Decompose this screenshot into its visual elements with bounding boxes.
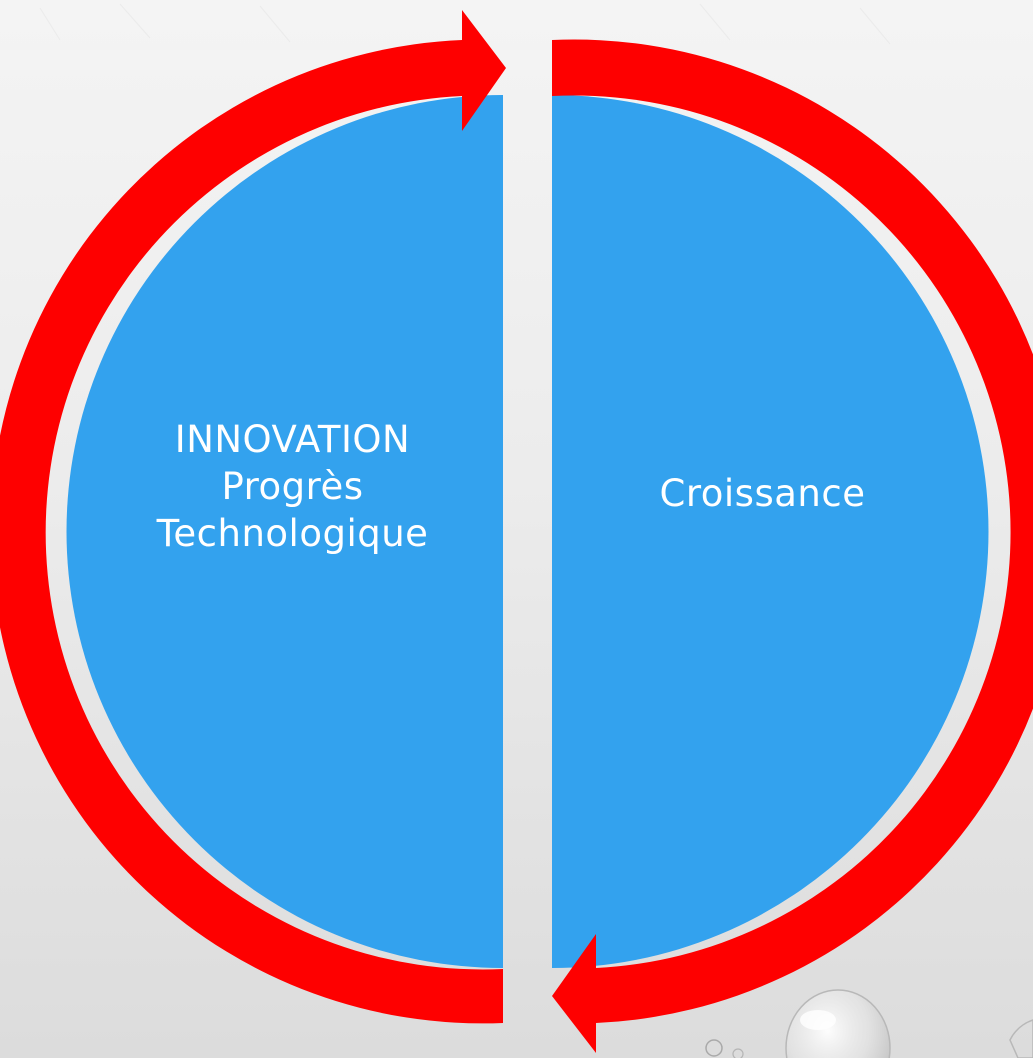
croissance-line-1: Croissance — [659, 472, 866, 515]
left-arc-arrow — [0, 10, 506, 1024]
innovation-line-3: Technologique — [156, 512, 429, 555]
croissance-half-circle — [552, 95, 989, 968]
innovation-line-1: INNOVATION — [174, 418, 411, 461]
decorative-bubbles — [705, 989, 1033, 1058]
background-texture — [39, 3, 891, 45]
innovation-half-circle — [66, 95, 503, 968]
innovation-label: INNOVATION Progrès Technologique — [120, 416, 465, 557]
innovation-line-2: Progrès — [221, 465, 364, 508]
croissance-label: Croissance — [590, 470, 935, 517]
